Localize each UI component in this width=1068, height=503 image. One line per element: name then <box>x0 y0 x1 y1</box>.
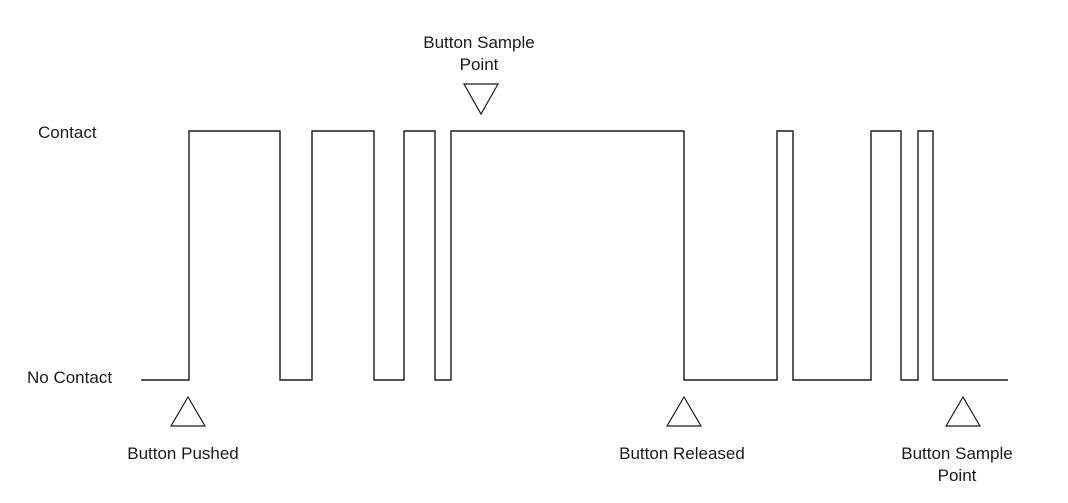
no-contact-level-label: No Contact <box>27 368 112 387</box>
bottom-sample-point-up-triangle-icon <box>944 395 982 427</box>
top-sample-point-label-line1: Button Sample <box>423 33 535 52</box>
button-pushed-label: Button Pushed <box>127 444 239 463</box>
button-released-label: Button Released <box>619 444 745 463</box>
button-released-up-triangle-icon <box>665 395 703 427</box>
button-pushed-up-triangle-icon <box>169 395 207 427</box>
contact-level-label: Contact <box>38 123 97 142</box>
contact-signal-waveform <box>141 130 1008 381</box>
bottom-sample-point-label-line2: Point <box>938 466 977 485</box>
top-sample-point-label-line2: Point <box>460 55 499 74</box>
bottom-sample-point-label-line1: Button Sample <box>901 444 1013 463</box>
sample-point-down-triangle-icon <box>462 83 500 116</box>
